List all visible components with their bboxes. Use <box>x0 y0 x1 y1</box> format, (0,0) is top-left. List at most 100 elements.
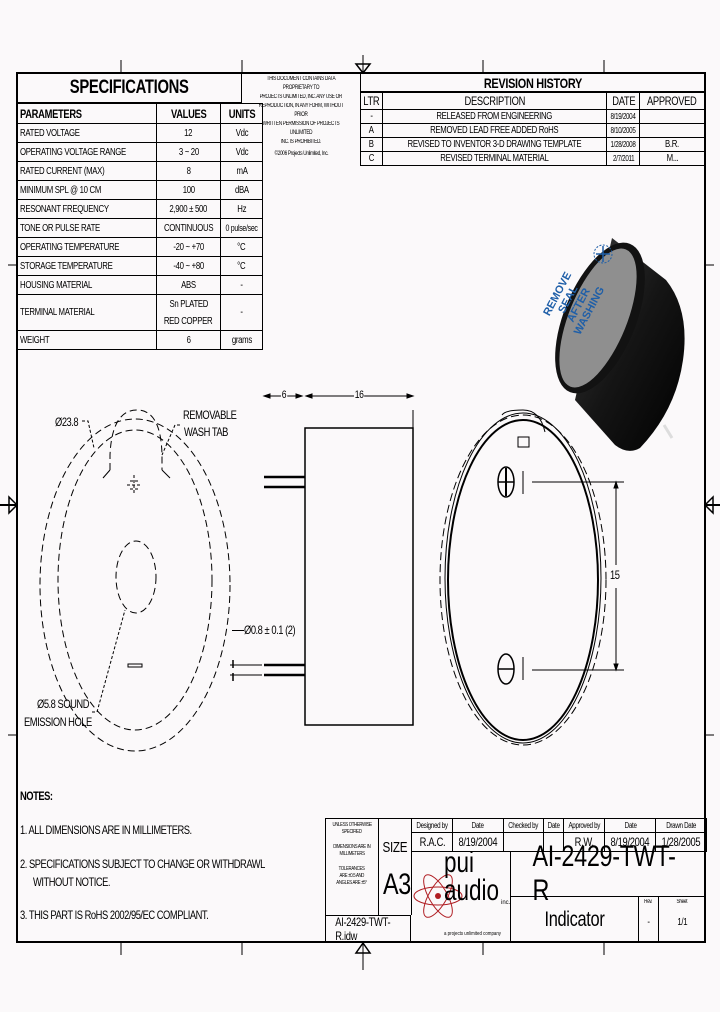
revision-value: - <box>647 917 650 928</box>
table-row: RATED VOLTAGE 12 Vdc <box>17 123 264 143</box>
buzzer-3d-render <box>555 238 685 451</box>
spec-value: 8 <box>186 165 191 177</box>
table-row: HOUSING MATERIAL ABS - <box>17 275 264 295</box>
size-label: SIZE <box>382 839 408 856</box>
header-units: UNITS <box>228 106 255 121</box>
header-parameters: PARAMETERS <box>20 106 82 121</box>
spec-parameter: HOUSING MATERIAL <box>20 279 93 291</box>
bottom-center-arrow-icon <box>354 941 372 954</box>
pin-diameter-leader <box>232 630 244 632</box>
spec-unit: Vdc <box>235 146 248 158</box>
left-center-arrow-icon <box>8 495 19 515</box>
revision-history-title: REVISION HISTORY <box>360 73 705 92</box>
part-description: Indicator <box>511 897 639 943</box>
top-center-arrow-icon <box>354 63 372 75</box>
spec-parameter: MINIMUM SPL @ 10 CM <box>20 184 102 196</box>
spec-unit: dBA <box>234 184 249 196</box>
note-item: 1. ALL DIMENSIONS ARE IN MILLIMETERS. <box>20 823 192 837</box>
spec-value: 100 <box>182 184 195 196</box>
table-row: A REMOVED LEAD FREE ADDED RoHS 8/10/2005 <box>360 123 705 138</box>
spec-parameter: WEIGHT <box>20 334 50 346</box>
signature-header-row: Designed by Date Checked by Date Approve… <box>410 818 707 833</box>
spec-value: 2,900 ± 500 <box>169 203 208 215</box>
table-row: OPERATING VOLTAGE RANGE 3 ~ 20 Vdc <box>17 142 264 162</box>
revision-header-row: LTR DESCRIPTION DATE APPROVED <box>360 92 705 110</box>
front-view-drawing <box>39 409 231 752</box>
file-name: AI-2429-TWT-R.idw <box>326 915 411 943</box>
spec-unit: °C <box>237 241 246 253</box>
spec-parameter: TONE OR PULSE RATE <box>20 222 100 234</box>
drawn-date: 1/28/2005 <box>661 835 701 849</box>
spec-parameter: RESONANT FREQUENCY <box>20 203 109 215</box>
logo-suffix: inc. <box>501 900 511 906</box>
table-row: MINIMUM SPL @ 10 CM 100 dBA <box>17 180 264 200</box>
spec-parameter: OPERATING VOLTAGE RANGE <box>20 146 126 158</box>
spec-unit: Vdc <box>235 127 248 139</box>
sheet-value: 1/1 <box>677 917 687 928</box>
diameter-label: Ø23.8 <box>55 415 79 429</box>
table-row: WEIGHT 6 grams <box>17 330 264 350</box>
wash-tab-label-line2: WASH TAB <box>184 425 228 439</box>
proprietary-notice: THIS DOCUMENT CONTAINS DATA PROPRIETARY … <box>258 76 344 157</box>
spec-value: 6 <box>186 334 191 346</box>
spec-value-line2: RED COPPER <box>164 315 213 327</box>
table-row: TONE OR PULSE RATE CONTINUOUS 0 pulse/se… <box>17 218 264 238</box>
rear-view-drawing <box>439 409 624 746</box>
table-row: TERMINAL MATERIAL Sn PLATED RED COPPER - <box>17 294 264 331</box>
copyright-text: ©2006 Projects Unlimited, Inc. <box>274 151 328 157</box>
spec-parameter: OPERATING TEMPERATURE <box>20 241 120 253</box>
table-row: STORAGE TEMPERATURE -40 ~ +80 °C <box>17 256 264 276</box>
spec-unit: 0 pulse/sec <box>225 223 258 233</box>
table-row: B REVISED TO INVENTOR 3-D DRAWING TEMPLA… <box>360 137 705 152</box>
sound-hole-label: Ø5.8 SOUND <box>37 697 90 711</box>
spec-unit: - <box>240 279 243 291</box>
part-number: AI-2429-TWT-R <box>511 840 706 907</box>
spec-unit: °C <box>237 260 246 272</box>
spec-unit: grams <box>231 334 252 346</box>
pin-spacing-dimension: 15 <box>610 568 620 582</box>
header-values: VALUES <box>170 106 207 121</box>
spec-value: -40 ~ +80 <box>173 260 204 272</box>
note-item-continuation: WITHOUT NOTICE. <box>33 875 111 889</box>
lead-length-dimension: 6 <box>281 389 287 401</box>
spec-value: ABS <box>181 279 196 291</box>
atom-icon <box>413 874 463 918</box>
spec-unit: mA <box>236 165 248 177</box>
table-row: OPERATING TEMPERATURE -20 ~ +70 °C <box>17 237 264 257</box>
spec-parameter: STORAGE TEMPERATURE <box>20 260 113 272</box>
logo-tagline: a projects unlimited company <box>444 931 501 937</box>
spec-value: 12 <box>184 127 193 139</box>
spec-parameter: TERMINAL MATERIAL <box>20 307 95 318</box>
logo-text-audio: audio <box>444 874 500 907</box>
title-block: UNLESS OTHERWISE SPECIFIED DIMENSIONS AR… <box>325 818 707 943</box>
spec-header-row: PARAMETERS VALUES UNITS <box>17 103 264 124</box>
signature-value-row: R.A.C. 8/19/2004 R.W. 8/19/2004 1/28/200… <box>410 832 707 852</box>
spec-unit: Hz <box>237 203 247 215</box>
bottom-margin-ticks <box>120 942 605 970</box>
pin-diameter-dimension: Ø0.8 ± 0.1 (2) <box>244 623 296 637</box>
designed-by: R.A.C. <box>419 835 445 849</box>
table-row: - RELEASED FROM ENGINEERING 8/19/2004 <box>360 109 705 124</box>
approved-by: R.W. <box>574 835 594 849</box>
spec-parameter: RATED VOLTAGE <box>20 127 80 139</box>
size-value: A3 <box>382 868 411 901</box>
spec-value: -20 ~ +70 <box>173 241 204 253</box>
size-box: SIZE A3 <box>379 819 412 915</box>
spec-value: CONTINUOUS <box>163 222 214 234</box>
spec-unit: - <box>240 307 243 318</box>
specifications-table: PARAMETERS VALUES UNITS RATED VOLTAGE 12… <box>17 103 264 350</box>
table-row: RATED CURRENT (MAX) 8 mA <box>17 161 264 181</box>
spec-parameter: RATED CURRENT (MAX) <box>20 165 105 177</box>
note-item: 2. SPECIFICATIONS SUBJECT TO CHANGE OR W… <box>20 857 265 871</box>
side-view-drawing <box>230 393 415 726</box>
sound-hole-label-line2: EMISSION HOLE <box>24 715 92 729</box>
table-row: C REVISED TERMINAL MATERIAL 2/7/2011 M..… <box>360 151 705 166</box>
signature-table: Designed by Date Checked by Date Approve… <box>410 818 707 852</box>
spec-value: Sn PLATED <box>169 298 208 310</box>
body-height-dimension: 16 <box>354 389 365 401</box>
designed-date: 8/19/2004 <box>458 835 498 849</box>
note-item: 3. THIS PART IS RoHS 2002/95/EC COMPLIAN… <box>20 908 209 922</box>
pui-audio-logo: pui audio inc. a projects unlimited comp… <box>411 852 511 942</box>
sheet-box: Sheet 1/1 <box>676 899 688 928</box>
